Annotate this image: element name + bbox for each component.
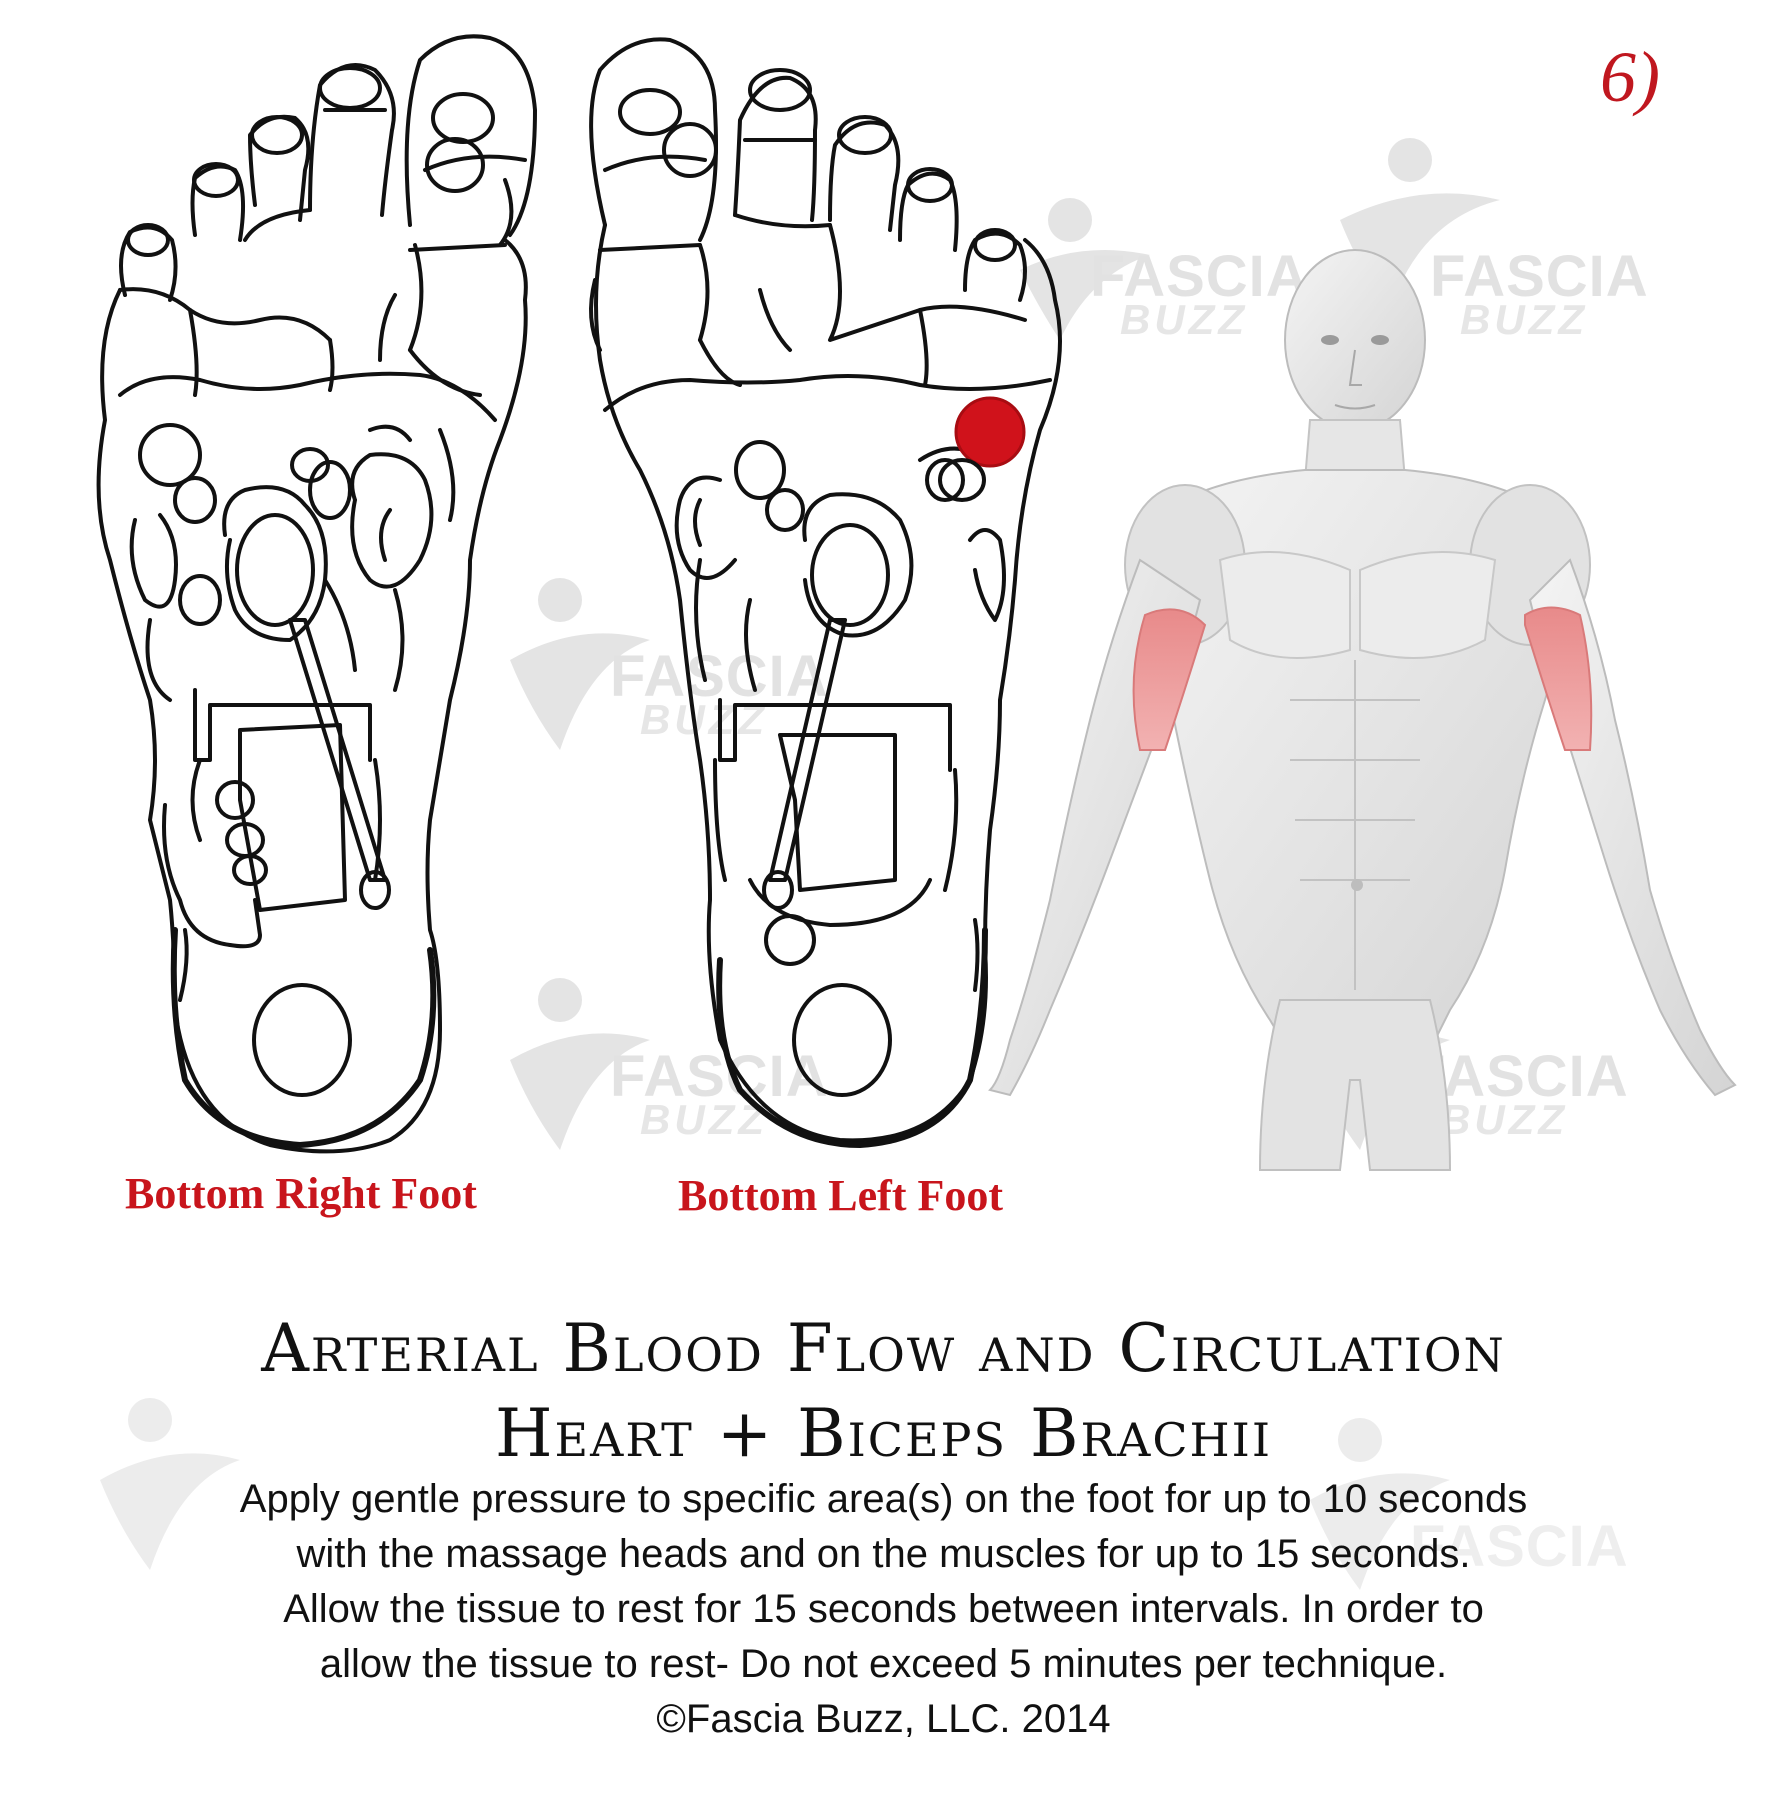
- right-foot-label: Bottom Right Foot: [125, 1169, 477, 1218]
- instruction-line: Allow the tissue to rest for 15 seconds …: [283, 1587, 1484, 1631]
- right-foot-outline: [96, 34, 537, 1154]
- left-biceps-highlight: [1132, 608, 1207, 751]
- page-number: 6): [1600, 37, 1660, 117]
- left-foot-label: Bottom Left Foot: [678, 1171, 1004, 1220]
- instruction-line: Apply gentle pressure to specific area(s…: [239, 1477, 1528, 1521]
- anatomy-figure-icon: [988, 249, 1737, 1171]
- instruction-line: allow the tissue to rest- Do not exceed …: [319, 1642, 1448, 1686]
- title-line-2: Heart + Biceps Brachii: [494, 1395, 1273, 1472]
- left-foot-outline: [589, 37, 1062, 1148]
- heart-reflex-point-icon: [954, 396, 1026, 468]
- instructions: Apply gentle pressure to specific area(s…: [0, 1472, 1767, 1747]
- copyright-text: ©Fascia Buzz, LLC. 2014: [656, 1697, 1111, 1741]
- right-biceps-highlight: [1524, 606, 1593, 751]
- reflex-point-icon: [938, 458, 986, 502]
- instruction-line: with the massage heads and on the muscle…: [296, 1532, 1471, 1576]
- title-line-1: Arterial Blood Flow and Circulation: [261, 1310, 1506, 1387]
- reflexology-diagram: [96, 34, 1737, 1171]
